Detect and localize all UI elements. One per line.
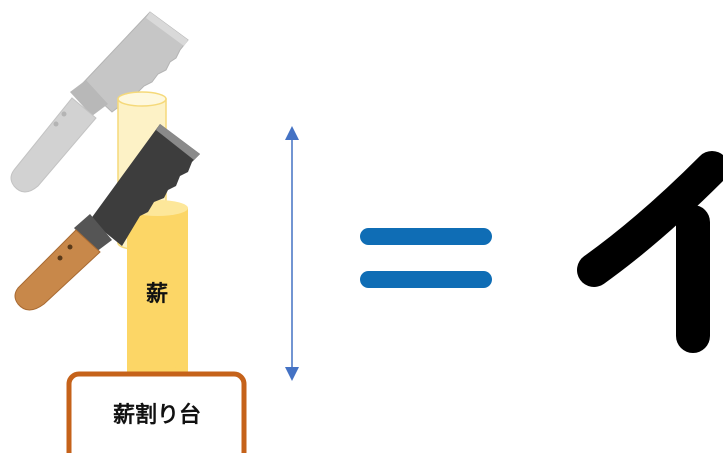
height-arrow-icon xyxy=(285,126,299,381)
equals-sign-icon: = xyxy=(360,228,492,288)
hatchet-ghost-icon xyxy=(10,11,189,193)
stand-label: 薪割り台 xyxy=(113,402,201,428)
hatchet-icon xyxy=(14,124,200,311)
log-label: 薪 xyxy=(146,281,168,307)
result-char: イ xyxy=(0,0,1,1)
log-shape: 薪 xyxy=(127,200,188,382)
chopping-stand: 薪割り台 xyxy=(66,371,247,453)
result-character: イ xyxy=(0,0,723,353)
